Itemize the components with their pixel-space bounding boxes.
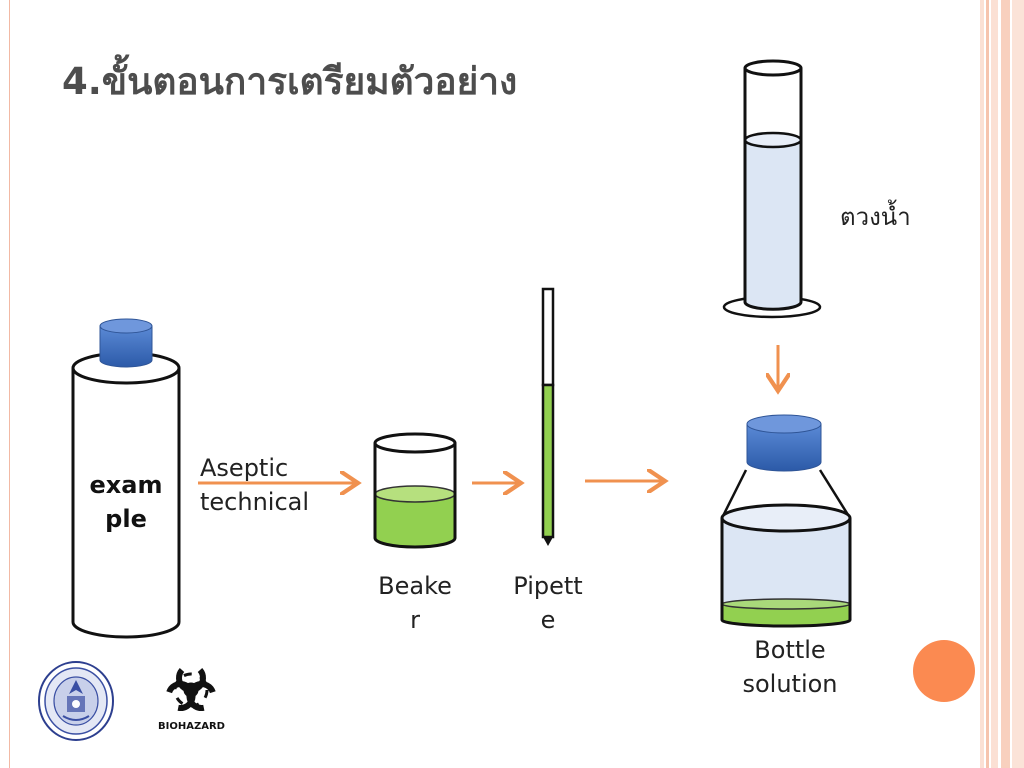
sample-bottle bbox=[71, 318, 181, 639]
beaker-label: Beake r bbox=[378, 572, 452, 634]
slide-title: 4.ขั้นตอนการเตรียมตัวอย่าง bbox=[62, 60, 518, 103]
biohazard-text: BIOHAZARD bbox=[158, 721, 225, 732]
aseptic-label: Aseptic technical bbox=[200, 454, 310, 516]
sample-bottle-cap bbox=[99, 318, 153, 368]
frame-left-line bbox=[9, 0, 10, 768]
pipette-label: Pipett e bbox=[513, 572, 583, 634]
decor-stripe-2 bbox=[986, 0, 989, 768]
solution-bottle-cap bbox=[746, 414, 822, 472]
solution-bottle-label: Bottle solution bbox=[742, 636, 838, 698]
graduated-cylinder bbox=[722, 59, 822, 319]
solution-bottle bbox=[720, 414, 852, 628]
decor-stripe-4 bbox=[1001, 0, 1010, 768]
university-seal-logo bbox=[38, 661, 114, 741]
accent-circle bbox=[913, 640, 975, 702]
cylinder-label: ตวงน้ำ bbox=[840, 203, 911, 231]
decor-stripe-3 bbox=[991, 0, 998, 768]
sample-bottle-label: exam ple bbox=[89, 471, 163, 533]
decor-stripe-5 bbox=[1012, 0, 1024, 768]
pipette bbox=[541, 287, 555, 546]
biohazard-icon bbox=[166, 668, 216, 712]
beaker bbox=[373, 432, 457, 549]
decor-stripe-1 bbox=[980, 0, 984, 768]
